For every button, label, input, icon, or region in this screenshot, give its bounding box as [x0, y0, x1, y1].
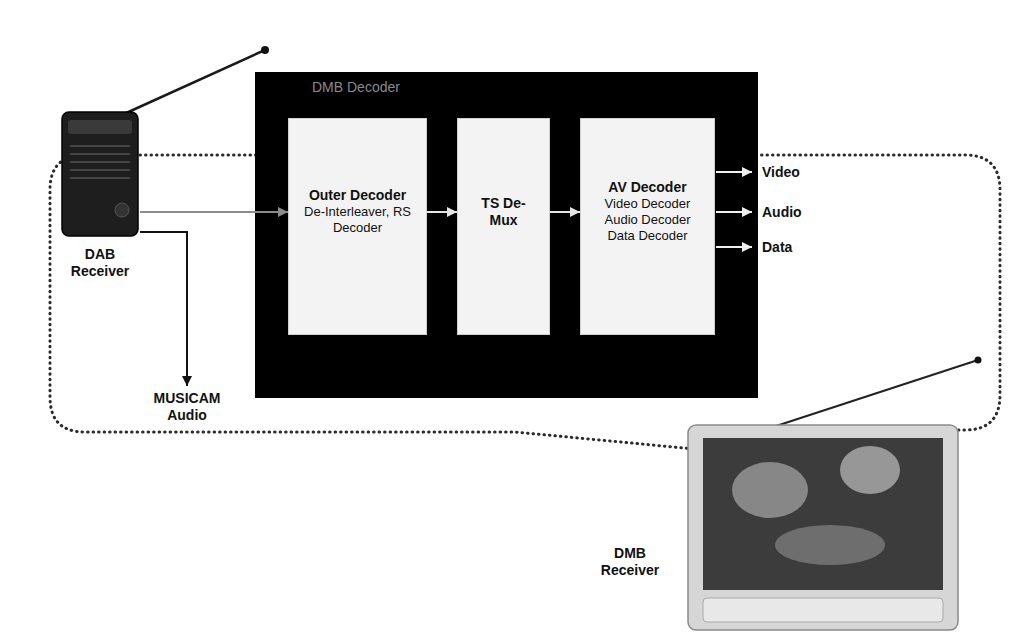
speaker-grill [70, 145, 130, 147]
box-title: Outer Decoder [309, 187, 406, 204]
tv-panel [703, 598, 943, 622]
screen-image [732, 462, 808, 518]
output-label: Audio [762, 204, 822, 221]
output-label: Video [762, 164, 822, 181]
decoder-panel: DMB DecoderOuter DecoderDe-Interleaver, … [255, 72, 758, 398]
speaker-grill [70, 177, 130, 179]
speaker-grill [70, 169, 130, 171]
output-arrow [716, 171, 752, 173]
box-title: DMB Decoder [312, 79, 758, 95]
box-title: AV Decoder [608, 179, 686, 196]
radio-knob [115, 203, 129, 217]
receiver-device: DAB Receiver [60, 110, 140, 280]
output-label: Data [762, 239, 822, 256]
radio-display [68, 120, 132, 134]
device-label: DMB Receiver [590, 545, 670, 579]
antenna-tip [975, 357, 982, 364]
signal-arrow [427, 211, 457, 213]
output-arrow [716, 246, 752, 248]
box-title: TS De-Mux [473, 195, 535, 229]
radio-antenna [124, 50, 265, 114]
tv-screen [703, 438, 943, 590]
output-label: MUSICAM Audio [147, 390, 227, 424]
tv-frame [688, 425, 958, 630]
speaker-grill [70, 161, 130, 163]
signal-arrow [550, 211, 580, 213]
radio-body [62, 112, 138, 236]
tv-antenna [770, 360, 978, 428]
radio-illustration [60, 110, 140, 238]
signal-arrow [140, 211, 288, 213]
box-title: DAB Receiver [60, 246, 140, 280]
process-box: AV DecoderVideo Decoder Audio Decoder Da… [580, 118, 715, 335]
audio-out-arrow [140, 232, 187, 386]
antenna-tip [261, 46, 269, 54]
process-box: TS De-Mux [457, 118, 550, 335]
speaker-grill [70, 153, 130, 155]
box-body: Video Decoder Audio Decoder Data Decoder [598, 196, 698, 244]
screen-image [775, 525, 885, 565]
process-box: Outer DecoderDe-Interleaver, RS Decoder [288, 118, 427, 335]
screen-image [840, 446, 900, 494]
box-body: De-Interleaver, RS Decoder [304, 204, 412, 236]
output-arrow [716, 211, 752, 213]
